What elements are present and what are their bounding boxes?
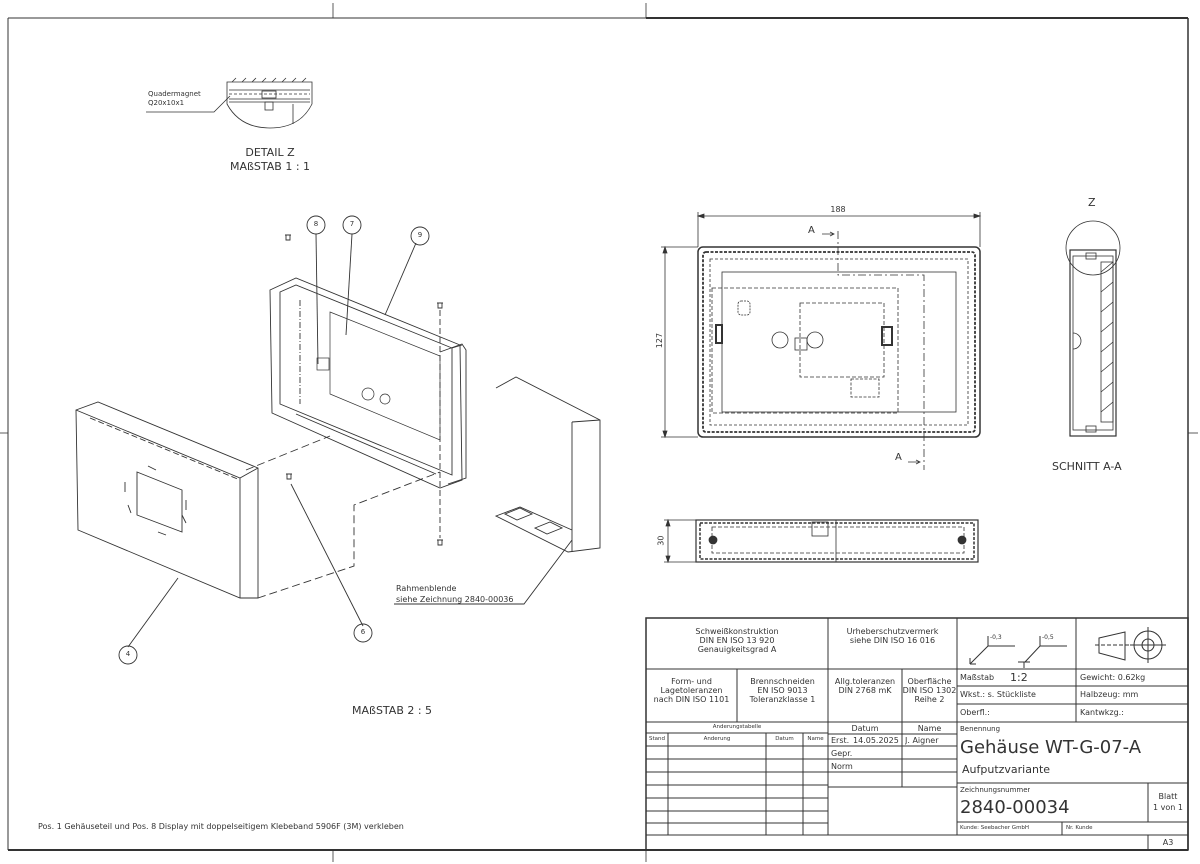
change-header-change: Änderung <box>703 736 731 742</box>
weld-symbol-2-label: -0,5 <box>1042 634 1054 641</box>
approval-date-created: 14.05.2025 <box>853 736 899 745</box>
section-title: SCHNITT A-A <box>1052 460 1122 473</box>
side-view <box>664 518 979 564</box>
scale-value: 1:2 <box>1010 671 1028 684</box>
weld-symbols <box>969 636 1067 668</box>
weld-symbol-1-label: -0,3 <box>990 634 1002 641</box>
balloon-9 <box>410 226 430 246</box>
approval-header-date: Datum <box>851 724 879 733</box>
designation: Gehäuse WT-G-07-A <box>960 737 1142 758</box>
balloon-7-label: 7 <box>349 220 355 228</box>
weld-line1: Schweißkonstruktion <box>695 627 779 636</box>
gen-tol-line2: DIN 2768 mK <box>838 686 892 695</box>
approval-role-created: Erst. <box>831 736 850 745</box>
copyright-line2: siehe DIN ISO 16 016 <box>849 636 936 645</box>
change-header-name: Name <box>807 736 824 742</box>
change-header-stand: Stand <box>649 736 665 742</box>
change-table-title: Änderungstabelle <box>712 724 762 730</box>
detail-z-view <box>146 77 313 129</box>
edge-tool: Kantwkzg.: <box>1080 708 1124 717</box>
form-tol-line3: nach DIN ISO 1101 <box>653 695 730 704</box>
flame-cut-line2: EN ISO 9013 <box>757 686 808 695</box>
balloon-6 <box>353 623 373 643</box>
balloon-8 <box>306 215 326 235</box>
balloon-6-label: 6 <box>360 628 366 636</box>
balloon-7 <box>342 215 362 235</box>
sheet-label: Blatt <box>1158 792 1178 801</box>
exploded-assembly-view <box>75 215 601 665</box>
approval-name-created: J. Aigner <box>905 736 939 745</box>
designation-label: Benennung <box>960 725 1001 733</box>
assembly-note: Pos. 1 Gehäuseteil und Pos. 8 Display mi… <box>38 822 404 831</box>
sheet-value: 1 von 1 <box>1153 803 1183 812</box>
projection-symbol <box>1095 627 1166 663</box>
dim-depth: 30 <box>656 535 666 546</box>
front-view <box>661 212 982 470</box>
surface-line2: DIN ISO 1302 <box>902 686 957 695</box>
weld-line2: DIN EN ISO 13 920 <box>699 636 775 645</box>
detail-label-line1: Quadermagnet <box>148 90 201 98</box>
form-tol-line2: Lagetoleranzen <box>660 686 723 695</box>
subtitle: Aufputzvariante <box>962 763 1051 776</box>
customer: Kunde: Seebacher GmbH <box>960 825 1030 831</box>
balloon-4 <box>118 645 138 665</box>
drawing-number: 2840-00034 <box>960 797 1070 818</box>
gen-tol-line1: Allg.toleranzen <box>834 677 896 686</box>
detail-scale: MAßSTAB 1 : 1 <box>229 160 311 173</box>
detail-title: DETAIL Z <box>245 146 295 159</box>
dim-width: 188 <box>830 205 846 214</box>
balloon-8-label: 8 <box>313 220 319 228</box>
detail-label-line2: Q20x10x1 <box>148 99 185 107</box>
drawing-number-label: Zeichnungsnummer <box>960 786 1031 794</box>
approval-role-checked: Gepr. <box>831 749 853 758</box>
customer-number: Nr. Kunde <box>1066 825 1093 831</box>
semi-finished: Halbzeug: mm <box>1080 690 1139 699</box>
paper-format: A3 <box>1162 838 1174 847</box>
surface-line3: Reihe 2 <box>914 695 945 704</box>
balloon-9-label: 9 <box>417 231 423 239</box>
sheet-border <box>0 3 1198 862</box>
weld-line3: Genauigkeitsgrad A <box>697 645 777 654</box>
title-block-grid <box>645 617 1189 851</box>
weight: Gewicht: 0.62kg <box>1080 673 1146 682</box>
section-marker-bottom: A <box>895 452 902 463</box>
copyright-line1: Urheberschutzvermerk <box>846 627 939 636</box>
approval-role-norm: Norm <box>831 762 853 771</box>
balloon-4-label: 4 <box>125 650 131 658</box>
form-tol-line1: Form- und <box>671 677 712 686</box>
flame-cut-line1: Brennschneiden <box>750 677 815 686</box>
section-marker-top: A <box>808 225 815 236</box>
surface-line1: Oberfläche <box>907 677 952 686</box>
change-header-date: Datum <box>775 736 794 742</box>
dim-height: 127 <box>655 332 665 349</box>
approval-header-name: Name <box>917 724 942 733</box>
material: Wkst.: s. Stückliste <box>960 690 1036 699</box>
section-a-a-view <box>1065 220 1121 437</box>
flame-cut-line3: Toleranzklasse 1 <box>749 695 816 704</box>
exploded-view-scale: MAßSTAB 2 : 5 <box>352 704 433 717</box>
frame-note-line2: siehe Zeichnung 2840-00036 <box>396 595 514 604</box>
surface-short: Oberfl.: <box>960 708 990 717</box>
detail-z-marker: Z <box>1088 196 1096 209</box>
frame-note-line1: Rahmenblende <box>396 584 457 593</box>
scale-label: Maßstab <box>960 673 995 682</box>
